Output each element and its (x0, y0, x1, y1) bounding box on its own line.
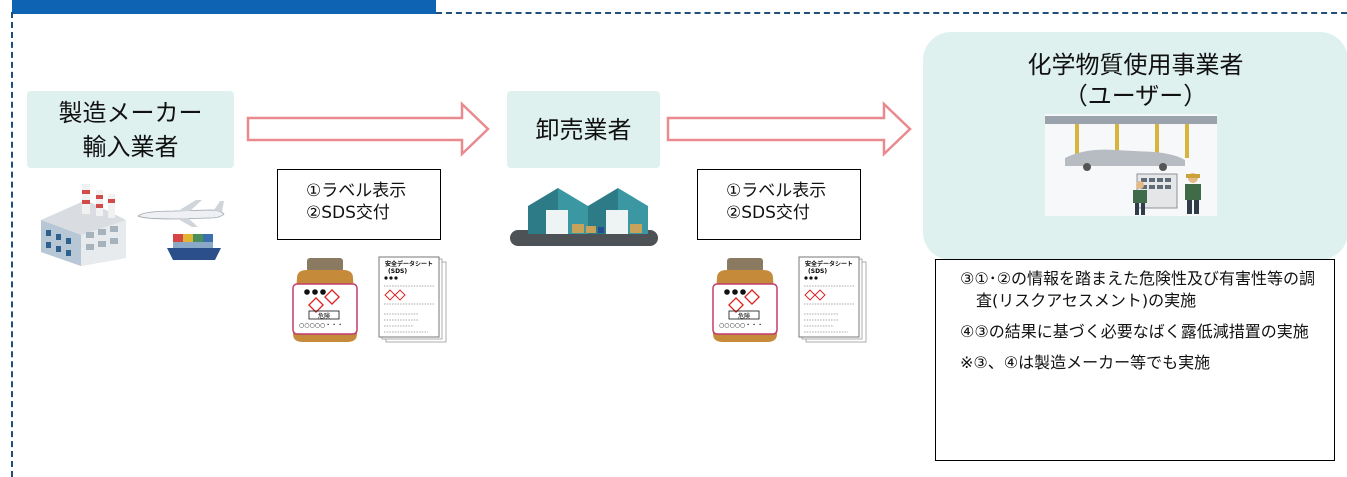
obligation-box-wholesaler: ①ラベル表示 ②SDS交付 (697, 169, 861, 240)
frame-border-left (11, 12, 13, 477)
wholesaler-box: 卸売業者 (507, 91, 660, 168)
duty-sds: ②SDS交付 (306, 203, 390, 223)
measure-note: ※③、④は製造メーカー等でも実施 (960, 353, 1211, 372)
operator-icon (1133, 181, 1147, 215)
sds-sheet-subtitle: (SDS) (388, 268, 407, 275)
section-title-tab (12, 0, 436, 14)
maker-importer-box: 製造メーカー 輸入業者 (27, 91, 234, 168)
duty-sds: ②SDS交付 (726, 203, 810, 223)
flow-arrow-maker-to-wholesaler (246, 101, 490, 157)
sds-document-icon: 安全データシート (SDS) (798, 256, 867, 343)
factory-icon (41, 184, 126, 266)
user-title: 化学物質使用事業者 （ユーザー） (923, 50, 1347, 112)
obligation-box-maker: ①ラベル表示 ②SDS交付 (277, 169, 441, 240)
user-title-line1: 化学物質使用事業者 (1027, 51, 1244, 79)
measure-exposure-reduction: ④③の結果に基づく必要なばく露低減措置の実施 (960, 322, 1309, 341)
sds-sheet-title: 安全データシート (805, 260, 853, 268)
flow-arrow-wholesaler-to-user (666, 101, 912, 157)
maker-label: 製造メーカー (58, 98, 203, 127)
measure-risk-assessment: ③①･②の情報を踏まえた危険性及び有害性等の調査(リスクアセスメント)の実施 (960, 269, 1316, 310)
label-danger-text: 危険 (318, 312, 330, 320)
label-dots-text: ○○○○○・・・ (719, 322, 763, 329)
duty-label: ①ラベル表示 (726, 181, 827, 201)
label-bottle-icon: 危険 ○○○○○・・・ (292, 258, 358, 342)
label-dots-text: ○○○○○・・・ (299, 322, 343, 329)
wholesaler-label: 卸売業者 (535, 115, 632, 144)
frame-border-top (436, 12, 1347, 14)
user-measures-box: ③①･②の情報を踏まえた危険性及び有害性等の調査(リスクアセスメント)の実施 ④… (935, 259, 1335, 461)
airplane-icon (137, 200, 225, 227)
label-danger-text: 危険 (738, 312, 750, 320)
warehouse-icon (510, 188, 658, 246)
sds-sheet-subtitle: (SDS) (808, 268, 827, 275)
cargo-ship-icon (167, 234, 221, 260)
operator-icon (1185, 173, 1201, 214)
label-bottle-icon: 危険 ○○○○○・・・ (712, 258, 778, 342)
duty-label: ①ラベル表示 (306, 181, 407, 201)
importer-label: 輸入業者 (82, 132, 179, 161)
user-title-line2: （ユーザー） (1063, 82, 1208, 110)
sds-document-icon: 安全データシート (SDS) (378, 256, 447, 343)
assembly-line-icon (1045, 114, 1217, 216)
sds-sheet-title: 安全データシート (385, 260, 433, 268)
